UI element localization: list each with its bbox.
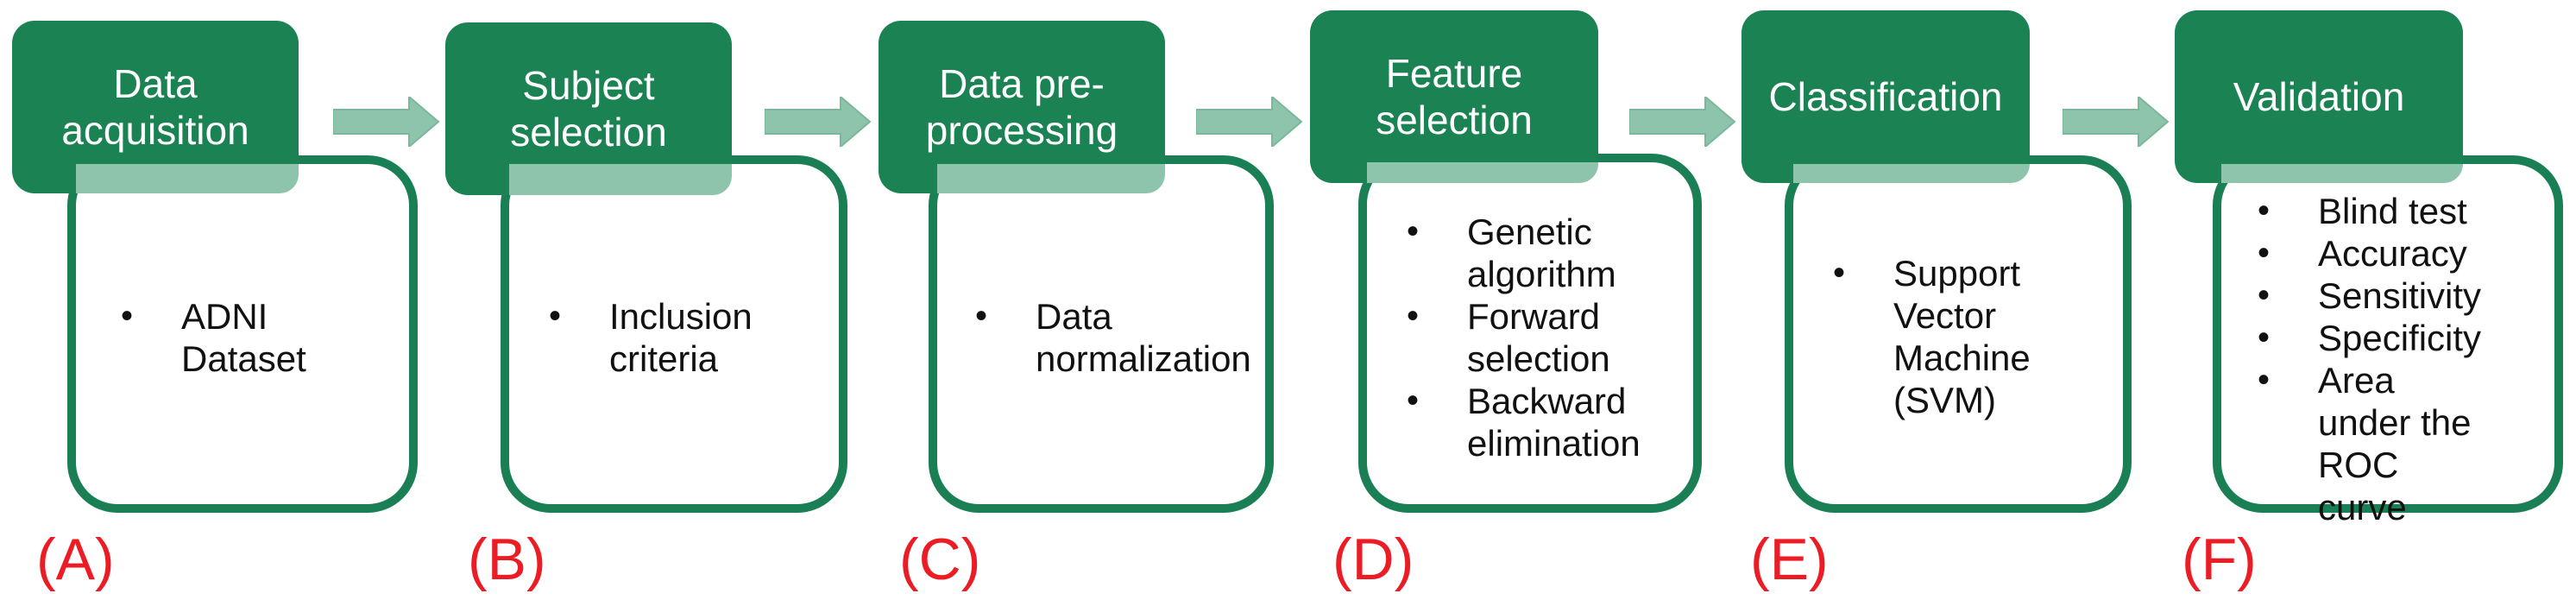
step-d-header-overlap bbox=[1367, 162, 1598, 183]
step-d-bullet-3: Backward elimination bbox=[1407, 380, 1674, 464]
step-d-bullet-2: Forward selection bbox=[1407, 295, 1657, 380]
arrow-d-to-e-shape bbox=[1629, 97, 1736, 147]
step-f-bullet-5: Area under the ROC curve bbox=[2258, 359, 2491, 528]
arrow-e-to-f bbox=[2063, 97, 2170, 147]
step-c-header-overlap bbox=[937, 164, 1165, 193]
step-e-bullet-list: Support Vector Machine (SVM) bbox=[1833, 252, 2109, 421]
step-b-title: Subject selection bbox=[510, 63, 667, 155]
step-f-header: Validation bbox=[2175, 10, 2463, 183]
step-f-title: Validation bbox=[2233, 74, 2405, 119]
arrow-c-to-d bbox=[1196, 97, 1303, 147]
arrow-e-to-f-shape bbox=[2063, 97, 2170, 147]
arrow-a-to-b-shape bbox=[333, 97, 440, 147]
step-f-bullet-2: Accuracy bbox=[2258, 232, 2525, 275]
step-d-letter: (D) bbox=[1332, 527, 1414, 592]
arrow-b-to-c-shape bbox=[765, 97, 872, 147]
step-e-header-overlap bbox=[1793, 164, 2030, 183]
arrow-a-to-b bbox=[333, 97, 440, 147]
arrow-c-to-d-shape bbox=[1196, 97, 1303, 147]
step-b-header-overlap bbox=[509, 164, 732, 195]
step-d-title: Feature selection bbox=[1376, 51, 1533, 142]
step-c-letter: (C) bbox=[899, 527, 981, 592]
step-a-header-overlap bbox=[76, 164, 299, 193]
step-b-bullet-list: Inclusion criteria bbox=[549, 295, 825, 380]
step-a-title: Data acquisition bbox=[61, 61, 249, 153]
step-f-bullet-list: Blind test Accuracy Sensitivity Specific… bbox=[2258, 190, 2542, 528]
step-b-letter: (B) bbox=[468, 527, 546, 592]
step-a-bullet-1: ADNI Dataset bbox=[121, 295, 311, 380]
step-f-letter: (F) bbox=[2182, 527, 2257, 592]
step-f-bullet-4: Specificity bbox=[2258, 317, 2525, 359]
step-a-bullet-list: ADNI Dataset bbox=[121, 295, 388, 380]
step-c-bullet-list: Data normalization bbox=[975, 295, 1269, 380]
step-d-bullet-1: Genetic algorithm bbox=[1407, 211, 1657, 295]
step-c-title: Data pre-processing bbox=[925, 61, 1118, 153]
step-f-header-overlap bbox=[2221, 164, 2463, 183]
step-f-bullet-1: Blind test bbox=[2258, 190, 2525, 232]
step-e-letter: (E) bbox=[1750, 527, 1829, 592]
step-e-title: Classification bbox=[1768, 74, 2003, 119]
step-e-header: Classification bbox=[1741, 10, 2030, 183]
step-b-bullet-1: Inclusion criteria bbox=[549, 295, 773, 380]
step-d-bullet-list: Genetic algorithm Forward selection Back… bbox=[1407, 211, 1691, 464]
arrow-d-to-e bbox=[1629, 97, 1736, 147]
step-e-bullet-1: Support Vector Machine (SVM) bbox=[1833, 252, 2066, 421]
step-f-bullet-3: Sensitivity bbox=[2258, 275, 2525, 317]
arrow-b-to-c bbox=[765, 97, 872, 147]
step-a-letter: (A) bbox=[36, 527, 115, 592]
step-d-header: Feature selection bbox=[1310, 10, 1598, 183]
step-c-bullet-1: Data normalization bbox=[975, 295, 1251, 380]
